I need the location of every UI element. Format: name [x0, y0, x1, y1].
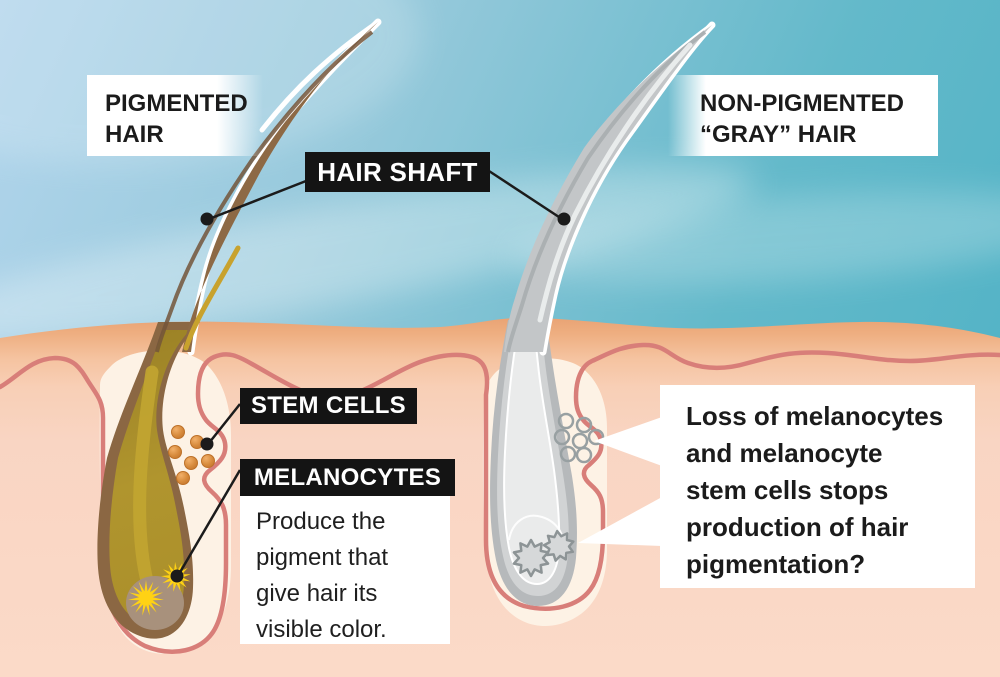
stem-cells-orange [168, 425, 215, 485]
pigmented-hair-shaft [155, 18, 382, 356]
stem-cells-gray [553, 412, 605, 464]
pigmented-hair-line2: HAIR [105, 121, 164, 148]
callout-pointer-top [594, 417, 662, 466]
gray-hair-highlight-right [539, 21, 716, 356]
pigmented-hair-gold-streak [183, 245, 241, 351]
gray-follicle-core [503, 329, 561, 586]
pigmented-hair-line1: PIGMENTED [105, 90, 248, 117]
stem-cells-connector [208, 403, 241, 444]
melanocytes-desc-line2: pigment that [256, 544, 389, 571]
pigmented-hair-label: PIGMENTED HAIR [87, 75, 263, 156]
hair-shaft-dot-left [200, 212, 214, 226]
gray-hair-dark-edge [506, 30, 707, 353]
non-pigmented-line1: NON-PIGMENTED [700, 90, 904, 117]
callout-pointers [578, 417, 662, 546]
melanocytes-desc-line4: visible color. [256, 616, 387, 643]
pigmented-hair-dark-edge [155, 30, 374, 353]
epidermis-outline-pink [0, 342, 1000, 654]
pigmented-follicle-gold-core [109, 330, 190, 626]
melanocytes-description: Produce the pigment that give hair its v… [240, 496, 450, 644]
melanocytes-label: MELANOCYTES [240, 459, 455, 496]
gray-callout-line4: production of hair [686, 512, 909, 542]
gray-callout-line5: pigmentation? [686, 549, 866, 579]
hair-shaft-connector-left [208, 179, 307, 221]
melanocytes-desc-line1: Produce the [256, 508, 386, 535]
hair-shaft-connector-right [488, 169, 563, 221]
gray-callout-line1: Loss of melanocytes [686, 401, 944, 431]
gray-callout-line3: stem cells stops [686, 475, 889, 505]
pigmented-follicle [97, 322, 215, 639]
gray-hair-callout: Loss of melanocytes and melanocyte stem … [660, 385, 975, 588]
callout-pointer-bottom [578, 497, 662, 546]
hair-shaft-dot-right [557, 212, 571, 226]
gray-follicle [490, 320, 605, 606]
stem-cells-dot [200, 437, 214, 451]
melanocytes-connector [177, 469, 242, 575]
gray-hair-inner-streak [537, 42, 693, 323]
pigmented-hair-highlight-tip [259, 19, 381, 133]
melanocytes-dot [170, 569, 184, 583]
melanocyte-flowers-gray [512, 529, 575, 578]
stem-cells-label: STEM CELLS [240, 388, 417, 424]
gray-callout-line2: and melanocyte [686, 438, 883, 468]
gray-hair-shaft [504, 21, 716, 356]
hair-shaft-label: HAIR SHAFT [305, 152, 490, 192]
melanocytes-desc-line3: give hair its [256, 580, 378, 607]
annotation-connectors [170, 169, 571, 583]
non-pigmented-line2: “GRAY” HAIR [700, 121, 857, 148]
non-pigmented-hair-label: NON-PIGMENTED “GRAY” HAIR [668, 75, 938, 156]
